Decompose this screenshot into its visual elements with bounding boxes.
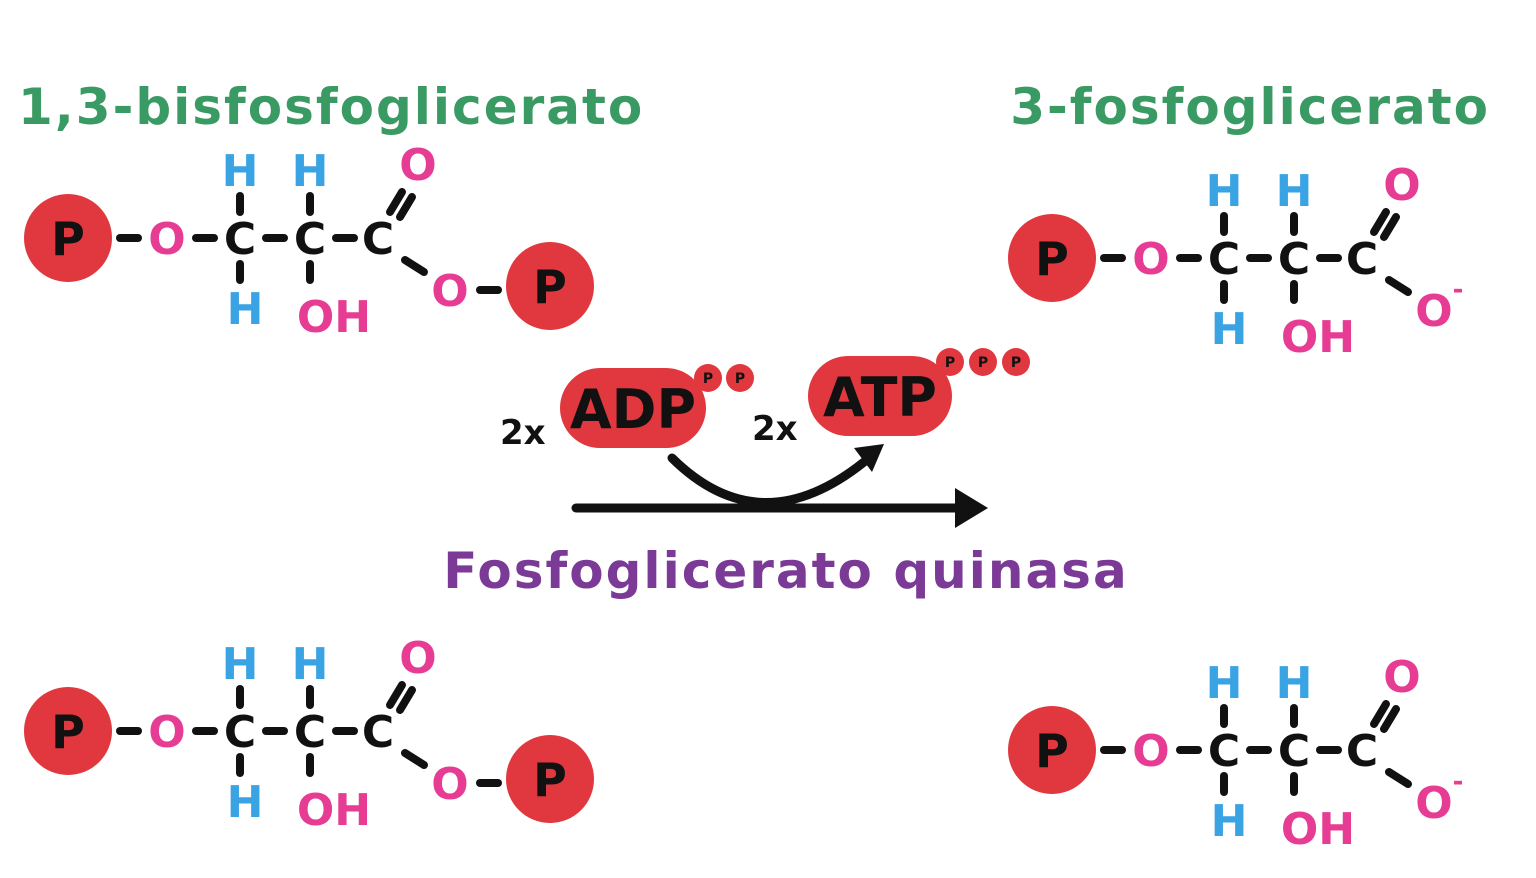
carbon-label: C: [224, 214, 256, 265]
product-molecule-2: P O C C C H H H OH O O -: [1008, 652, 1463, 855]
carbon-label: C: [362, 214, 394, 265]
atp-label: ATP: [823, 366, 937, 429]
negative-charge-label: -: [1453, 767, 1464, 797]
oxygen-label: O: [1132, 234, 1169, 285]
carbon-label: C: [1346, 234, 1378, 285]
carbonyl-oxygen-label: O: [399, 633, 436, 684]
adp-coefficient: 2x: [500, 413, 546, 453]
oxygen-label: O: [148, 214, 185, 265]
product-title: 3-fosfoglicerato: [1010, 78, 1490, 136]
oxygen-label: O: [1132, 726, 1169, 777]
molecule-bonds: [1100, 700, 1412, 796]
curved-arrow-head: [854, 444, 884, 472]
hydrogen-label: H: [222, 146, 259, 197]
adp-phosphate-dot: [726, 364, 754, 392]
phosphate-circle: [24, 194, 112, 282]
carbonyl-oxygen-label: O: [1383, 160, 1420, 211]
adp-phosphate-dot-label: P: [703, 371, 713, 387]
phosphate-circle: [506, 735, 594, 823]
ester-oxygen-label: O: [431, 266, 468, 317]
phosphate-transfer-arrow: [667, 453, 869, 507]
carbon-label: C: [1278, 726, 1310, 777]
carbon-label: C: [362, 707, 394, 758]
molecule-bonds: [1100, 208, 1412, 304]
phosphate-label: P: [533, 753, 567, 807]
molecule-bonds: [116, 188, 502, 294]
reactant-molecule-1: P O C C C H H H OH O O P: [24, 140, 594, 343]
adp-pill: [560, 368, 706, 448]
hydroxyl-label: OH: [297, 292, 371, 343]
atp-phosphate-dot-label: P: [945, 355, 955, 371]
hydrogen-label: H: [1276, 166, 1313, 217]
hydrogen-label: H: [1206, 166, 1243, 217]
carbon-label: C: [294, 214, 326, 265]
atp-phosphate-dot: [969, 348, 997, 376]
phosphate-circle: [24, 687, 112, 775]
ester-oxygen-label: O: [431, 759, 468, 810]
enzyme-label: Fosfoglicerato quinasa: [443, 542, 1128, 600]
reactant-title: 1,3-bisfosfoglicerato: [18, 78, 644, 136]
phosphate-label: P: [51, 212, 85, 266]
negative-charge-label: -: [1453, 275, 1464, 305]
product-molecule-1: P O C C C H H H OH O O -: [1008, 160, 1463, 363]
hydrogen-label: H: [292, 146, 329, 197]
phosphate-label: P: [1035, 724, 1069, 778]
carbon-label: C: [224, 707, 256, 758]
atp-phosphate-dot-label: P: [978, 355, 988, 371]
hydrogen-label: H: [1206, 658, 1243, 709]
carbon-label: C: [1208, 234, 1240, 285]
adp-phosphate-dot-label: P: [735, 371, 745, 387]
carboxylate-oxygen-label: O: [1415, 778, 1452, 829]
carbonyl-oxygen-label: O: [399, 140, 436, 191]
carbonyl-oxygen-label: O: [1383, 652, 1420, 703]
carbon-label: C: [294, 707, 326, 758]
adp-label: ADP: [570, 378, 696, 441]
carbon-label: C: [1208, 726, 1240, 777]
hydrogen-label: H: [1211, 304, 1248, 355]
atp-phosphate-dot-label: P: [1011, 355, 1021, 371]
atp-coefficient: 2x: [752, 409, 798, 449]
oxygen-label: O: [148, 707, 185, 758]
carbon-label: C: [1278, 234, 1310, 285]
adp-phosphate-dot: [694, 364, 722, 392]
hydrogen-label: H: [222, 639, 259, 690]
phosphate-label: P: [1035, 232, 1069, 286]
reaction-arrow-head: [955, 488, 988, 528]
phosphate-label: P: [51, 705, 85, 759]
hydrogen-label: H: [1211, 796, 1248, 847]
hydrogen-label: H: [227, 777, 264, 828]
hydrogen-label: H: [227, 284, 264, 335]
atp-phosphate-dot: [1002, 348, 1030, 376]
atp-pill: [808, 356, 952, 436]
atp-group: 2x ATP P P P: [752, 348, 1030, 449]
adp-group: 2x ADP P P: [500, 364, 754, 453]
hydroxyl-label: OH: [1281, 312, 1355, 363]
hydrogen-label: H: [292, 639, 329, 690]
phosphate-label: P: [533, 260, 567, 314]
reactant-molecule-2: P O C C C H H H OH O O P: [24, 633, 594, 836]
phosphate-circle: [1008, 706, 1096, 794]
phosphate-circle: [1008, 214, 1096, 302]
hydroxyl-label: OH: [1281, 804, 1355, 855]
hydrogen-label: H: [1276, 658, 1313, 709]
molecule-bonds: [116, 681, 502, 787]
atp-phosphate-dot: [936, 348, 964, 376]
phosphate-circle: [506, 242, 594, 330]
hydroxyl-label: OH: [297, 785, 371, 836]
carbon-label: C: [1346, 726, 1378, 777]
carboxylate-oxygen-label: O: [1415, 286, 1452, 337]
